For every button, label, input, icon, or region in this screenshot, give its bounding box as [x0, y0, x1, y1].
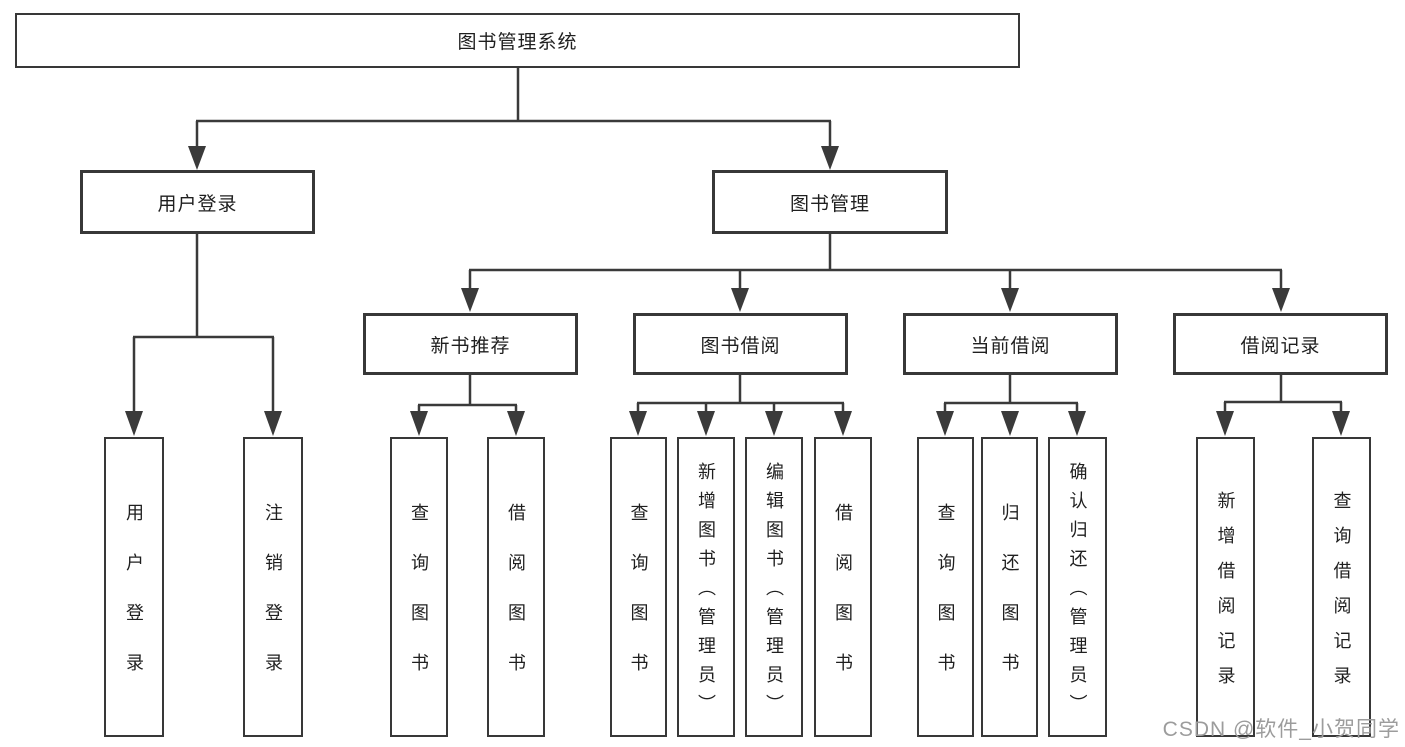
node-leaf-recommend-query-book: 查询图书 [390, 437, 448, 737]
node-leaf-edit-book-admin: 编辑图书（管理员） [745, 437, 803, 737]
connector-book-management-branch [461, 234, 1290, 312]
node-borrow-record: 借阅记录 [1173, 313, 1388, 375]
node-root: 图书管理系统 [15, 13, 1020, 68]
node-new-book-recommend: 新书推荐 [363, 313, 578, 375]
node-leaf-confirm-return-admin: 确认归还（管理员） [1048, 437, 1107, 737]
node-root-label: 图书管理系统 [457, 32, 578, 53]
node-leaf-query-borrow-record: 查询借阅记录 [1312, 437, 1371, 737]
node-leaf-current-query-book: 查询图书 [917, 437, 974, 737]
connector-user-login-branch [125, 234, 282, 436]
node-book-management-label: 图书管理 [789, 193, 870, 215]
node-user-login-label: 用户登录 [157, 193, 238, 215]
node-leaf-borrow-query-book: 查询图书 [610, 437, 667, 737]
node-leaf-add-book-admin: 新增图书（管理员） [677, 437, 735, 737]
node-leaf-recommend-query-book-label: 查询图书 [409, 503, 429, 703]
node-current-borrow: 当前借阅 [903, 313, 1118, 375]
node-leaf-logout: 注销登录 [243, 437, 303, 737]
node-new-book-recommend-label: 新书推荐 [430, 335, 511, 357]
connector-root-to-level2 [188, 68, 839, 170]
node-leaf-edit-book-admin-label: 编辑图书（管理员） [764, 462, 784, 723]
connector-new-book-branch [410, 375, 525, 436]
node-borrow-record-label: 借阅记录 [1240, 335, 1321, 357]
node-leaf-recommend-borrow-book-label: 借阅图书 [506, 503, 526, 703]
node-leaf-user-login: 用户登录 [104, 437, 164, 737]
node-leaf-add-borrow-record-label: 新增借阅记录 [1215, 490, 1236, 701]
node-leaf-add-book-admin-label: 新增图书（管理员） [696, 462, 716, 723]
csdn-watermark: CSDN @软件_小贺同学 [1162, 718, 1400, 741]
node-leaf-logout-label: 注销登录 [263, 503, 283, 703]
connector-book-borrow-branch [629, 375, 852, 436]
connector-borrow-record-branch [1216, 375, 1350, 436]
node-leaf-borrow-query-book-label: 查询图书 [628, 503, 649, 703]
node-leaf-return-book-label: 归还图书 [999, 503, 1020, 703]
node-current-borrow-label: 当前借阅 [970, 335, 1051, 357]
node-leaf-borrow-book-label: 借阅图书 [833, 503, 853, 703]
node-book-management: 图书管理 [712, 170, 948, 234]
node-leaf-query-borrow-record-label: 查询借阅记录 [1331, 490, 1352, 701]
node-leaf-add-borrow-record: 新增借阅记录 [1196, 437, 1255, 737]
node-leaf-user-login-label: 用户登录 [124, 503, 144, 703]
node-leaf-recommend-borrow-book: 借阅图书 [487, 437, 545, 737]
node-leaf-borrow-book: 借阅图书 [814, 437, 872, 737]
node-user-login: 用户登录 [80, 170, 315, 234]
connector-current-borrow-branch [936, 375, 1086, 436]
node-book-borrow: 图书借阅 [633, 313, 848, 375]
node-book-borrow-label: 图书借阅 [700, 335, 781, 357]
node-leaf-return-book: 归还图书 [981, 437, 1038, 737]
node-leaf-current-query-book-label: 查询图书 [935, 503, 956, 703]
node-leaf-confirm-return-admin-label: 确认归还（管理员） [1067, 462, 1088, 723]
